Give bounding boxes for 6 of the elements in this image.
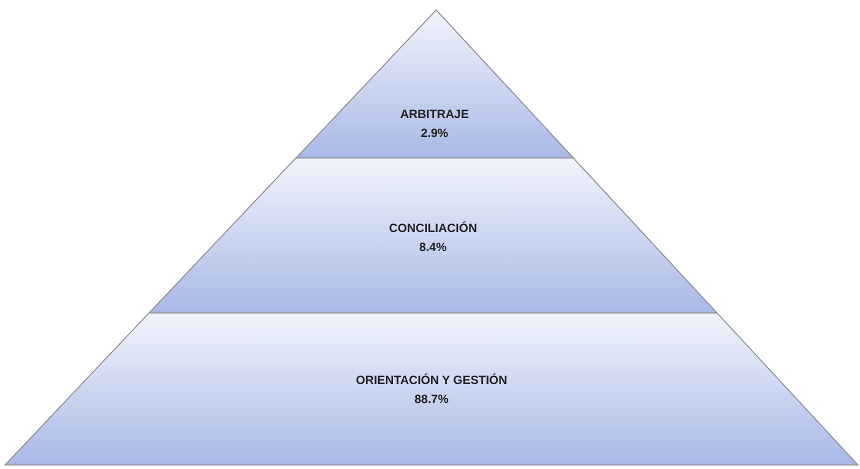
percentage-value: 88.7% [414,391,449,408]
tier-label: CONCILIACIÓN [388,220,477,237]
tier-label: ARBITRAJE [400,106,469,123]
percentage-value: 2.9% [420,125,448,142]
tier-label: ORIENTACIÓN Y GESTIÓN [356,372,508,389]
percentage-value: 8.4% [419,239,447,256]
